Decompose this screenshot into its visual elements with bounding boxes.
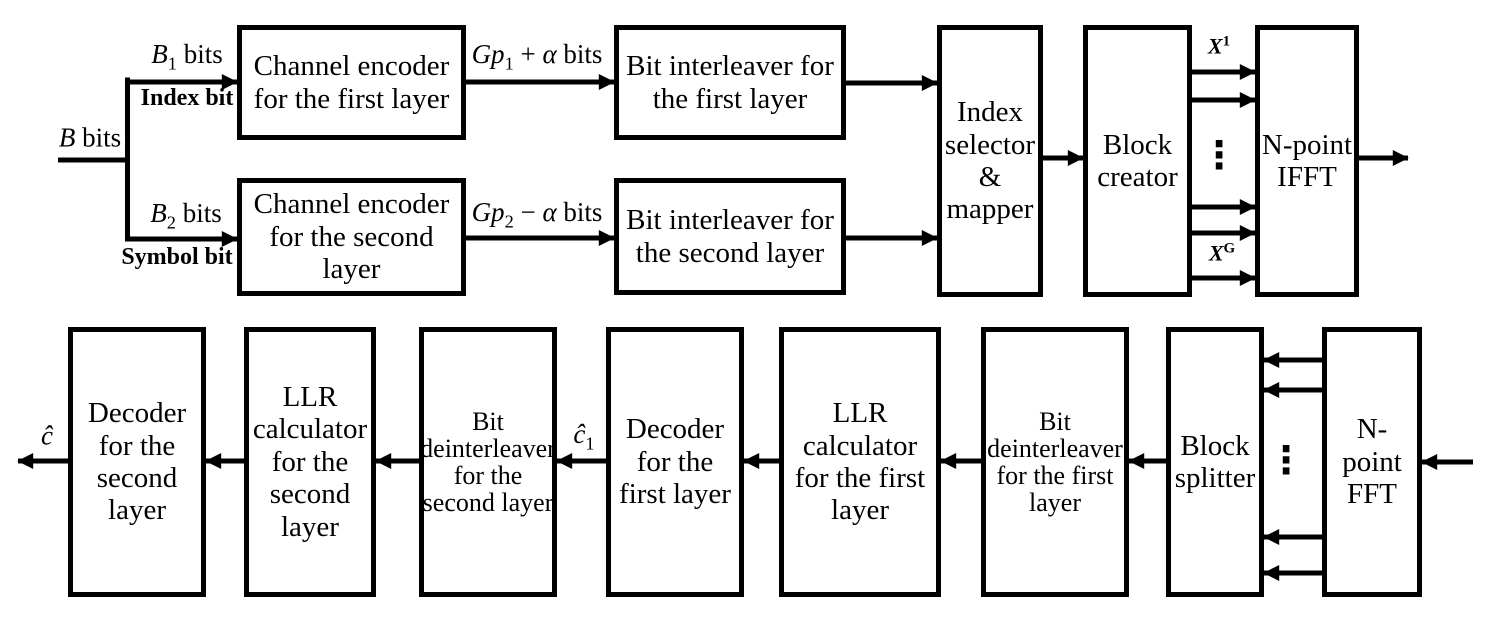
block-label: Channel encoder for the first layer	[253, 50, 450, 115]
label-b-bits: B bits	[58, 122, 122, 153]
block-label: Channel encoder for the second layer	[253, 188, 450, 286]
block-llr-calculator-first-layer: LLR calculator for the first layer	[779, 327, 941, 597]
math-var: B	[151, 39, 168, 70]
block-decoder-first-layer: Decoder for the first layer	[606, 327, 744, 597]
block-label: LLR calculator for the second layer	[252, 380, 368, 543]
math-operator: −	[513, 197, 543, 228]
math-sub: 1	[504, 53, 514, 74]
block-label: Index selector & mapper	[944, 96, 1036, 226]
label-x1: X1	[1208, 34, 1230, 57]
math-var: B	[150, 198, 167, 229]
block-channel-encoder-first-layer: Channel encoder for the first layer	[237, 25, 466, 140]
block-llr-calculator-second-layer: LLR calculator for the second layer	[244, 327, 376, 597]
block-index-selector-mapper: Index selector & mapper	[937, 25, 1043, 297]
label-symbol-bit: Symbol bit	[121, 244, 233, 270]
label-gp1-alpha-bits: Gp1 + α bits	[472, 41, 603, 73]
block-label: Block creator	[1097, 128, 1178, 193]
math-sub: 2	[504, 211, 514, 232]
label-unit: bits	[175, 198, 222, 229]
math-var: Gp	[471, 39, 505, 70]
ellipsis-transmitter: ⋮	[1200, 131, 1238, 177]
block-channel-encoder-second-layer: Channel encoder for the second layer	[237, 178, 466, 296]
label-b1-bits: B1 bits	[151, 41, 222, 73]
math-alpha: α	[542, 39, 557, 70]
label-gp2-alpha-bits: Gp2 − α bits	[472, 199, 603, 231]
block-label: N-point IFFT	[1261, 128, 1353, 193]
block-label: Bit deinterleaver for the first layer	[987, 406, 1123, 518]
math-var: X	[1207, 33, 1223, 59]
label-b2-bits: B2 bits	[150, 200, 221, 232]
label-c-hat: ĉ	[41, 420, 53, 451]
block-bit-interleaver-second-layer: Bit interleaver for the second layer	[614, 178, 846, 295]
math-sup: G	[1223, 240, 1236, 257]
block-bit-interleaver-first-layer: Bit interleaver for the first layer	[614, 25, 846, 140]
block-bit-deinterleaver-first-layer: Bit deinterleaver for the first layer	[981, 327, 1129, 597]
label-xg: XG	[1209, 241, 1235, 264]
label-unit: bits	[75, 122, 122, 153]
block-label: Bit interleaver for the second layer	[626, 204, 834, 269]
block-label: Decoder for the first layer	[619, 413, 731, 511]
block-label: Bit interleaver for the first layer	[626, 50, 834, 115]
math-var: B	[58, 122, 76, 153]
block-bit-deinterleaver-second-layer: Bit deinterleaver for the second layer	[419, 327, 557, 597]
block-block-creator: Block creator	[1083, 25, 1192, 297]
label-unit: bits	[556, 197, 603, 228]
block-label: N-point FFT	[1342, 413, 1402, 511]
block-decoder-second-layer: Decoder for the second layer	[68, 327, 206, 597]
math-operator: +	[513, 39, 543, 70]
block-block-splitter: Block splitter	[1166, 327, 1264, 597]
block-n-point-fft: N-point FFT	[1322, 327, 1422, 597]
ellipsis-receiver: ⋮	[1267, 436, 1305, 482]
math-var: ĉ	[573, 419, 586, 450]
math-sub: 1	[585, 433, 595, 454]
block-label: Block splitter	[1174, 429, 1256, 494]
math-var: ĉ	[41, 420, 53, 451]
math-var: Gp	[471, 197, 505, 228]
block-n-point-ifft: N-point IFFT	[1255, 25, 1359, 297]
label-index-bit: Index bit	[140, 85, 234, 111]
math-var: X	[1208, 240, 1224, 266]
block-label: LLR calculator for the first layer	[794, 397, 926, 527]
math-sup: 1	[1222, 33, 1231, 50]
label-unit: bits	[556, 39, 603, 70]
block-label: Decoder for the second layer	[87, 397, 187, 527]
label-c1-hat: ĉ1	[573, 421, 594, 453]
math-sub: 1	[167, 53, 177, 74]
block-label: Bit deinterleaver for the second layer	[420, 406, 556, 518]
math-alpha: α	[542, 197, 557, 228]
label-unit: bits	[176, 39, 223, 70]
math-sub: 2	[166, 212, 176, 233]
